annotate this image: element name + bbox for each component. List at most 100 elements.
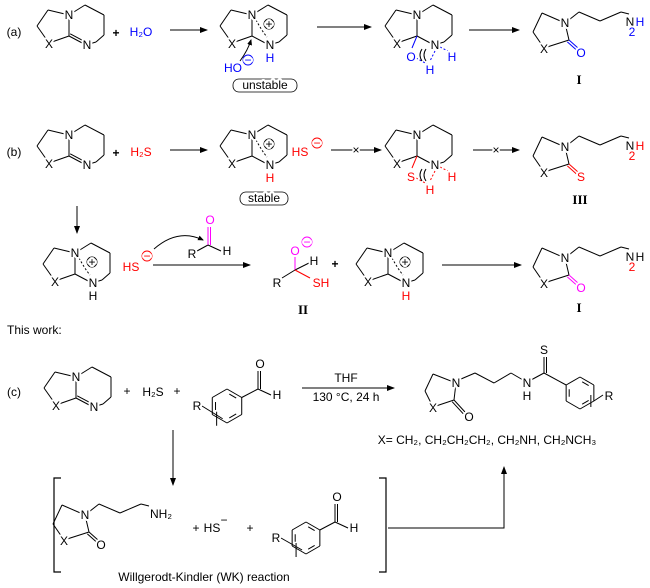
ring-bond [443, 154, 453, 163]
delocalized-charge-arc [255, 19, 268, 38]
ring-bond [251, 155, 270, 166]
imine-double-bond [68, 35, 87, 46]
ring-bond [36, 25, 50, 44]
left-bracket [53, 477, 61, 573]
bond [599, 246, 622, 257]
negative-charge-icon-sign: − [313, 136, 320, 150]
ring-bond [367, 273, 389, 282]
bond [620, 135, 630, 139]
ring-bond [366, 247, 389, 254]
delocalized-charge-arc [78, 257, 91, 276]
ring-bond [48, 35, 70, 44]
ring-bond [219, 25, 233, 44]
ring-bond [267, 124, 288, 136]
x-group-definition: X= CH₂, CH₂CH₂CH₂, CH₂NH, CH₂NCH₃ [378, 433, 597, 447]
ring-bond [432, 373, 457, 384]
ring-bond [91, 279, 103, 284]
hydrosulfide: HS [123, 260, 140, 274]
aromatic-double-bond [307, 526, 315, 531]
ring-bond [95, 34, 105, 43]
carbonyl-oxygen: O [464, 410, 473, 424]
ring-bond [55, 397, 77, 406]
bond [620, 246, 630, 250]
blocked-cross-icon: × [492, 143, 499, 157]
aldehyde-oxygen: O [205, 213, 214, 227]
negative-charge-icon-sign: − [303, 235, 310, 249]
bridging-hydrogen: H [426, 63, 435, 77]
bond [84, 514, 90, 533]
ring-bond [432, 124, 453, 136]
positive-charge-icon [263, 18, 275, 30]
chain-bond [510, 372, 524, 381]
aldehyde-oxygen: O [332, 490, 341, 504]
ring-bond [387, 242, 405, 254]
ring-bond [432, 4, 453, 16]
aromatic-bond [291, 521, 307, 531]
amine-hydrogen: H [448, 50, 457, 64]
aldehyde-hydrogen: H [223, 244, 232, 258]
c-r-bond [281, 269, 296, 279]
r-substituent-bond [201, 405, 223, 420]
aldehyde-cr-bond [196, 244, 209, 252]
ring-bond [355, 263, 369, 282]
bridgehead-nitrogen: N [413, 8, 422, 22]
amine-subscript: 2 [629, 25, 636, 39]
compound-label-I: I [576, 72, 581, 87]
ring-bond [42, 263, 56, 282]
ring-bond [278, 154, 288, 163]
ring-bond [36, 145, 50, 164]
carbonyl-double-bond [568, 274, 579, 284]
ring-bond [54, 371, 77, 378]
negative-charge-icon [141, 250, 153, 262]
ring-bond [47, 129, 70, 136]
ring-bond [396, 155, 418, 164]
ring-bond [251, 4, 269, 16]
r-substituent-bond [280, 537, 303, 551]
ring-nitrogen: N [452, 376, 461, 390]
ring-bond [251, 35, 270, 46]
aromatic-double-bond [229, 393, 237, 399]
bond [532, 12, 543, 33]
amine-nitrogen: N [626, 15, 635, 29]
aromatic-bond [579, 376, 595, 386]
ring-bond [404, 279, 416, 284]
ring-bond [355, 247, 368, 265]
r-group: R [273, 276, 282, 290]
aromatic-bond [291, 545, 307, 555]
x-group-atom: X [429, 401, 437, 415]
r-group: R [605, 389, 614, 403]
bond [541, 136, 566, 148]
carbonyl-double-bond [568, 163, 579, 173]
ring-nitrogen: N [431, 158, 440, 172]
ring-bond [267, 4, 288, 16]
aldehyde-hydrogen: H [350, 521, 359, 535]
ring-bond [387, 273, 406, 284]
bridgehead-nitrogen: N [248, 8, 257, 22]
ring-bond [68, 124, 86, 136]
ring-nitrogen: N [266, 38, 275, 52]
ring-bond [75, 366, 93, 378]
bond [52, 504, 63, 525]
bond [532, 31, 545, 49]
bond [564, 146, 570, 165]
ring-bond [395, 129, 418, 136]
plus-sign: + [331, 257, 338, 271]
aromatic-bond [226, 388, 242, 398]
aromatic-bond [226, 414, 242, 424]
thione-sulfur: S [540, 343, 548, 357]
carbonyl-double-bond [453, 399, 466, 413]
amine-hydrogen: H [636, 250, 645, 264]
imine-double-bond [68, 155, 87, 166]
ring-bond [85, 41, 97, 46]
ring-bond [36, 9, 49, 27]
positive-charge-icon-sign: + [265, 17, 272, 31]
ring-bond [74, 273, 93, 284]
ring-bond [443, 34, 453, 43]
bridgehead-nitrogen: N [72, 370, 81, 384]
ring-bond [230, 9, 253, 16]
temperature-time-label: 130 °C, 24 h [313, 390, 380, 404]
ring-bond [231, 155, 253, 164]
amide-hydrogen: H [523, 389, 532, 403]
x-group-atom: X [60, 534, 68, 548]
